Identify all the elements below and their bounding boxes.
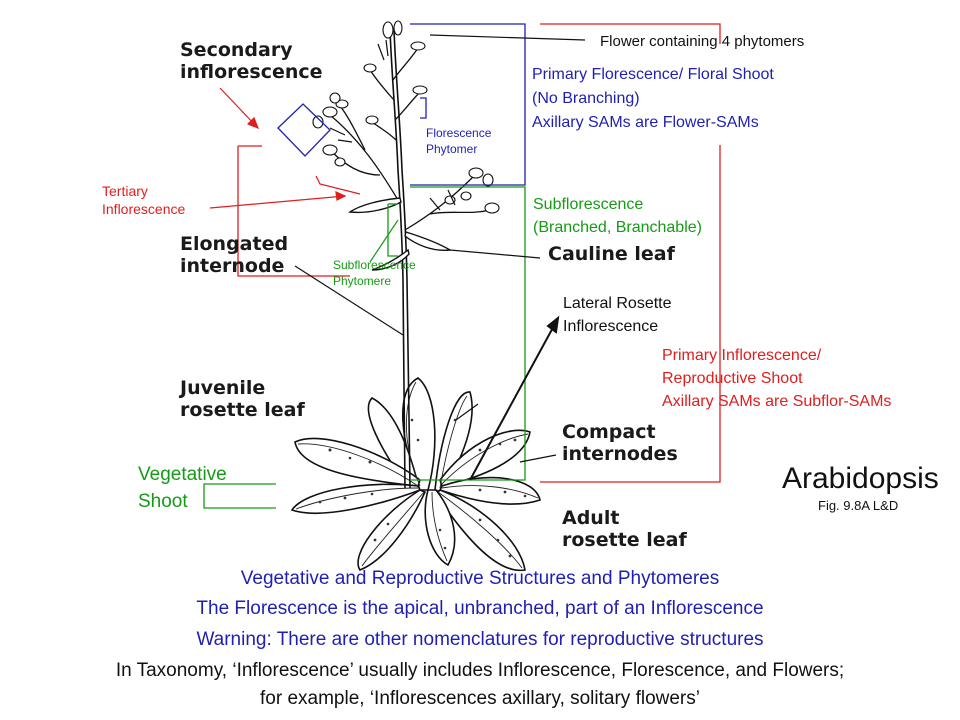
label-vegetative-shoot: Vegetative Shoot (138, 464, 227, 512)
label-secondary-inflorescence: Secondary inflorescence (180, 39, 323, 83)
cauline-leaves (348, 197, 453, 271)
label-adult-rosette-leaf: Adult rosette leaf (562, 507, 687, 551)
caption-line-4: In Taxonomy, ‘Inflorescence’ usually inc… (115, 660, 845, 681)
subflorescence-box (410, 186, 526, 481)
primary-inflorescence-bracket (540, 23, 721, 44)
label-compact-internodes: Compact internodes (562, 421, 678, 465)
left-leaf-1 (294, 437, 421, 487)
figure-reference: Fig. 9.8A L&D (818, 498, 899, 513)
caption-line-5: for example, ‘Inflorescences axillary, s… (260, 688, 700, 709)
caption-line-2: The Florescence is the apical, unbranche… (196, 598, 764, 619)
left-leaf-2 (290, 483, 422, 515)
siliques (329, 39, 456, 211)
rosette-leaves (290, 377, 541, 572)
label-cauline-leaf: Cauline leaf (548, 243, 675, 265)
caption-line-3: Warning: There are other nomenclatures f… (196, 629, 764, 650)
florescence-box (410, 23, 526, 186)
species-name: Arabidopsis (782, 462, 939, 495)
label-subflorescence-phytomere: Subflorescence Phytomere (333, 258, 416, 288)
label-tertiary-inflorescence: Tertiary Inflorescence (102, 183, 186, 218)
label-elongated-internode: Elongated internode (180, 233, 289, 277)
caption-line-1: Vegetative and Reproductive Structures a… (240, 568, 720, 589)
label-primary-inflorescence: Primary Inflorescence/ Reproductive Shoo… (662, 347, 892, 411)
lateral-arrow (469, 315, 560, 481)
leader-lines (209, 34, 586, 463)
right-leaf-2 (438, 476, 541, 505)
label-subflorescence: Subflorescence (Branched, Branchable) (533, 196, 702, 237)
label-primary-florescence: Primary Florescence/ Floral Shoot (No Br… (532, 66, 774, 131)
flowers (312, 20, 500, 214)
label-florescence-phytomer: Florescence Phytomer (426, 126, 492, 156)
label-lateral-rosette: Lateral Rosette Inflorescence (563, 295, 672, 336)
annotation-boxes (203, 23, 721, 509)
label-juvenile-rosette-leaf: Juvenile rosette leaf (180, 377, 305, 421)
label-flower-phytomers: Flower containing 4 phytomers (600, 33, 805, 50)
adult-leaf (434, 489, 526, 572)
